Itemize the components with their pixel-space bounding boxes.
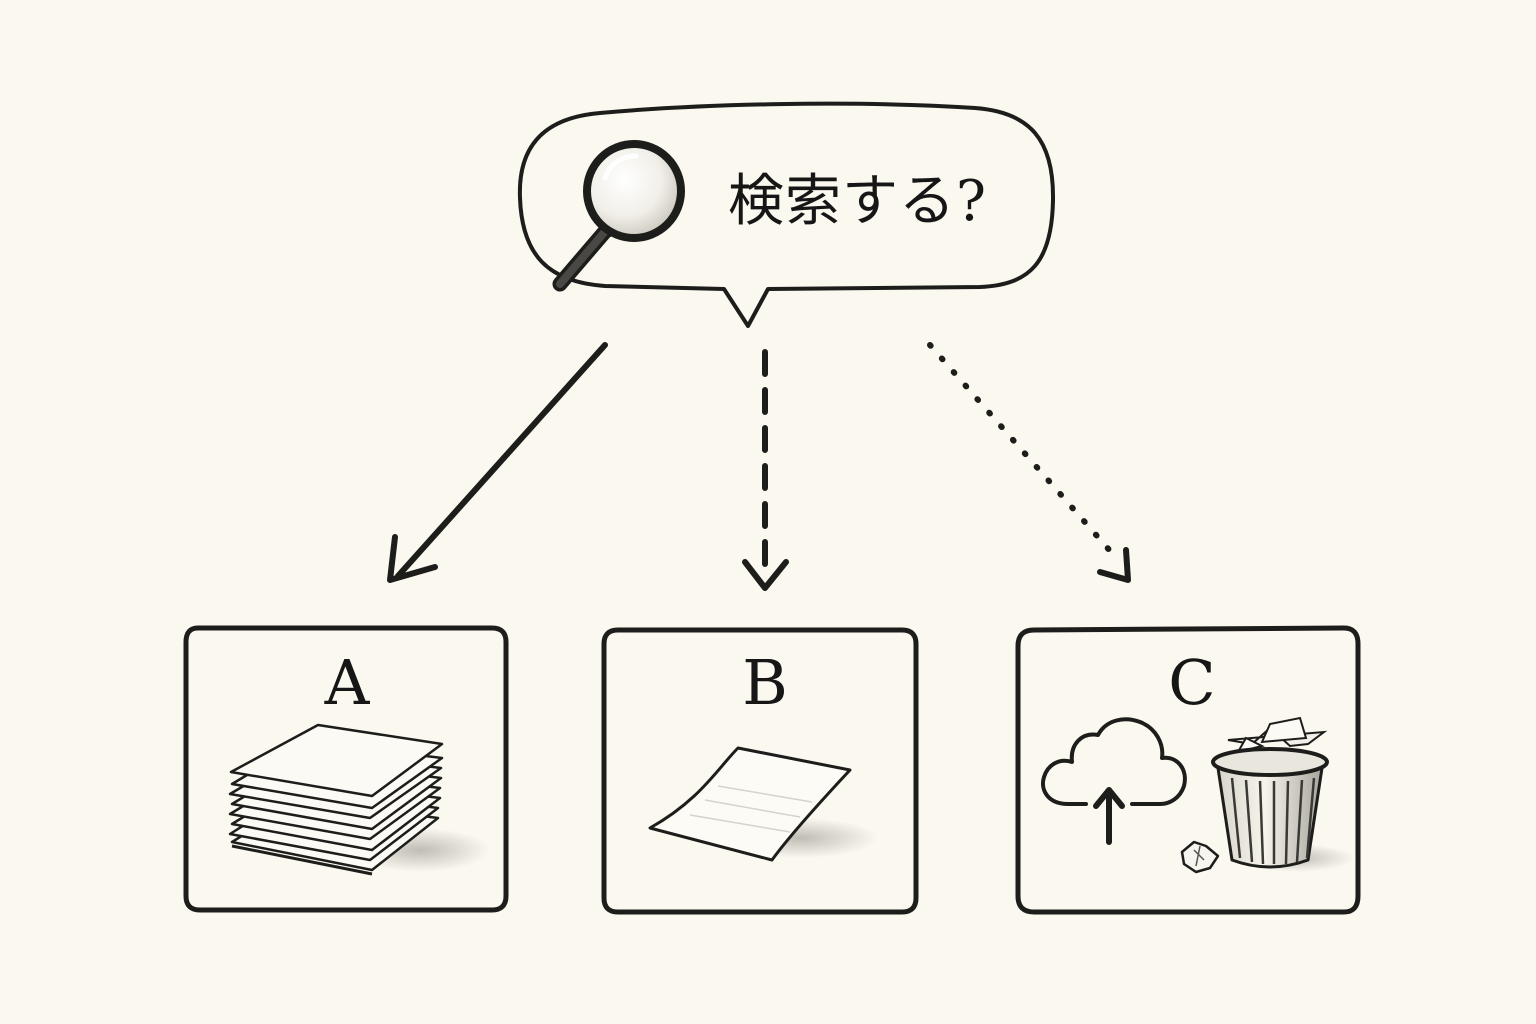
box-a-label: A — [324, 646, 370, 719]
box-b-label: B — [742, 646, 788, 719]
trash-bin-icon — [1211, 716, 1354, 872]
box-b — [601, 627, 919, 915]
paper-stack-icon — [228, 723, 490, 876]
box-a — [183, 625, 509, 913]
speech-bubble — [517, 101, 1056, 328]
box-c — [1015, 625, 1361, 915]
crumpled-paper-icon — [1180, 840, 1220, 874]
cloud-upload-icon — [1041, 717, 1187, 845]
box-c-label: C — [1168, 646, 1216, 719]
magnifier-icon — [552, 140, 685, 292]
arrow-to-c-dotted — [927, 342, 1131, 583]
bubble-question: 検索する? — [728, 169, 988, 234]
arrow-to-b-dashed — [742, 349, 789, 591]
arrow-to-a-solid — [387, 342, 608, 583]
single-sheet-icon — [648, 746, 878, 862]
